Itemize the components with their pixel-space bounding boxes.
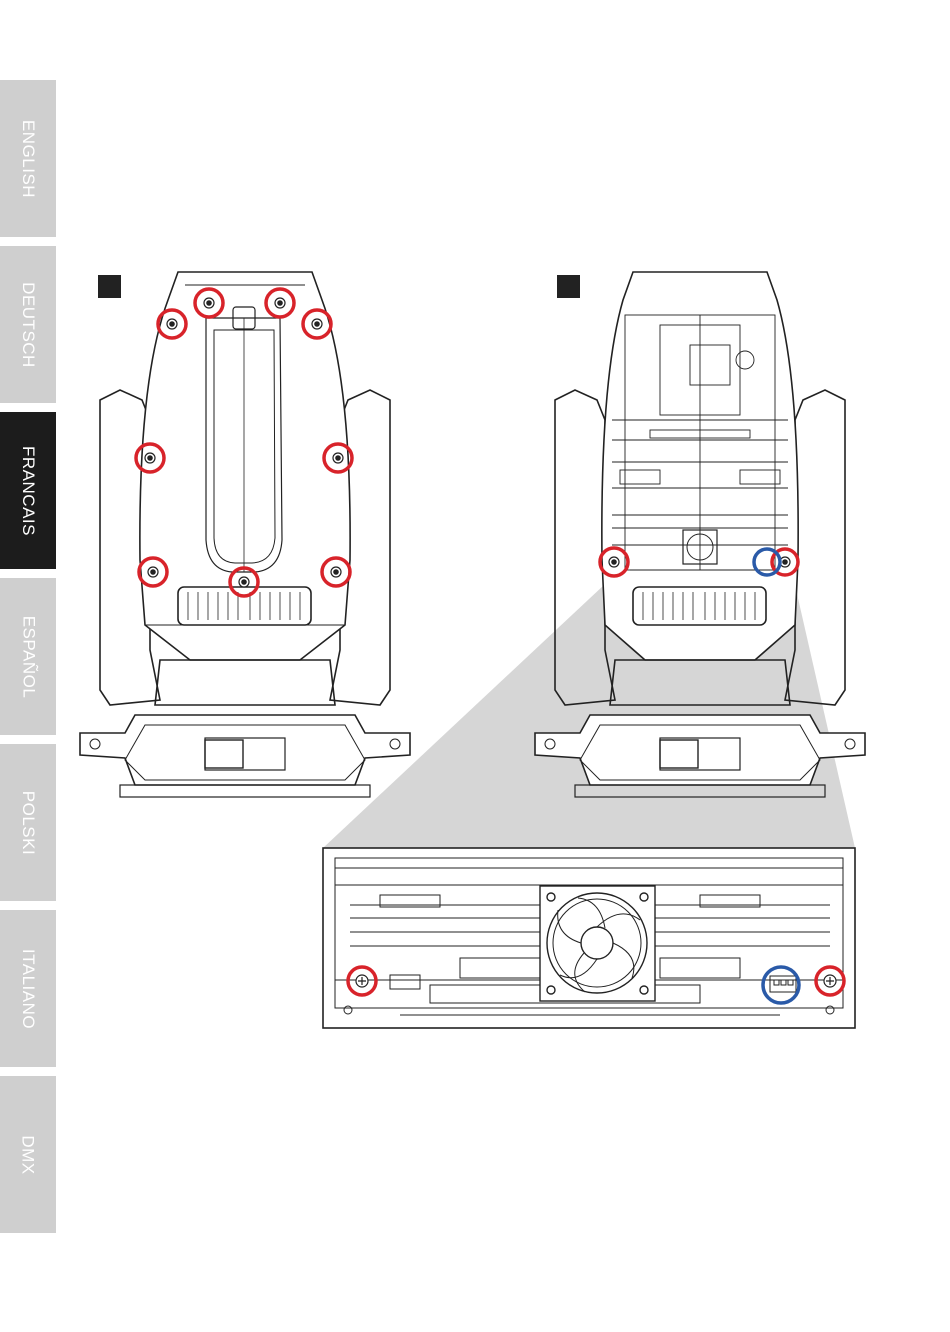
moving-head-back-view — [80, 272, 410, 797]
fan-icon — [540, 886, 655, 1001]
step-2-square — [557, 275, 580, 298]
step-1-square — [98, 275, 121, 298]
detail-zoom-view — [323, 848, 855, 1028]
